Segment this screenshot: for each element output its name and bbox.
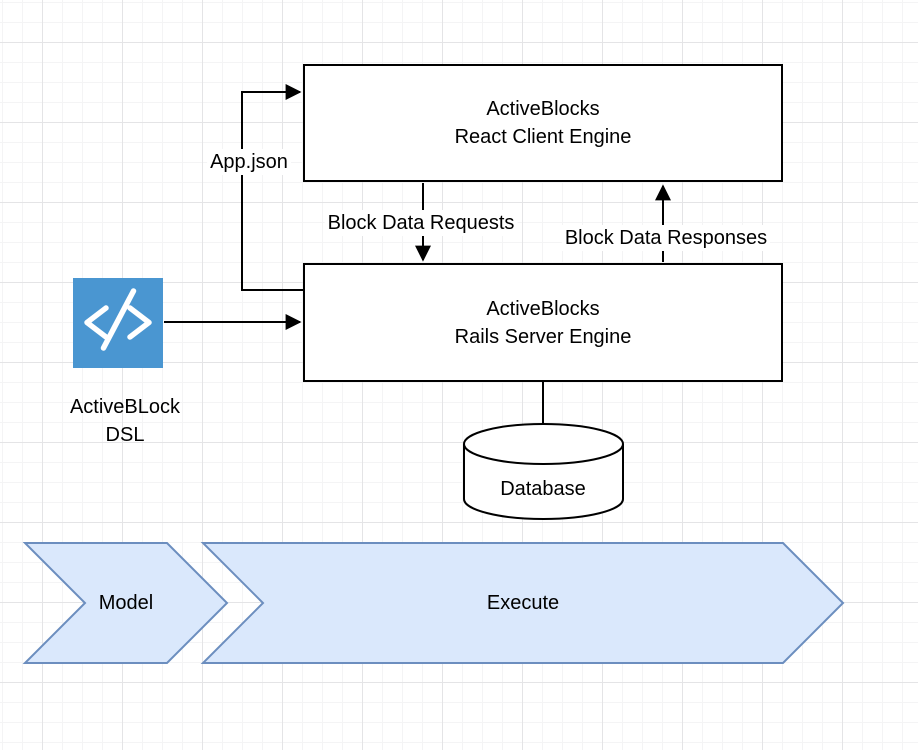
node-react-client-engine: ActiveBlocks React Client Engine	[303, 64, 783, 182]
label-dsl-line2: DSL	[105, 424, 145, 446]
label-app-json: App.json	[207, 149, 291, 175]
database-cylinder	[463, 423, 624, 520]
code-icon	[84, 288, 152, 351]
label-step-execute: Execute	[486, 592, 560, 614]
label-block-data-responses: Block Data Responses	[561, 225, 771, 251]
step-execute-shape	[200, 542, 845, 664]
step-model-shape	[22, 542, 229, 664]
label-step-model: Model	[98, 592, 154, 614]
node-label-line1: ActiveBlocks	[486, 297, 600, 320]
node-label-line1: ActiveBlocks	[486, 98, 600, 120]
label-database: Database	[500, 478, 586, 500]
node-label-line2: React Client Engine	[454, 126, 632, 148]
node-label-line2: Rails Server Engine	[454, 325, 632, 348]
label-dsl: ActiveBLock DSL	[40, 393, 210, 449]
label-dsl-line1: ActiveBLock	[69, 396, 181, 418]
dsl-icon	[73, 278, 163, 368]
edge-app-json	[241, 84, 303, 291]
label-block-data-requests: Block Data Requests	[324, 210, 518, 236]
node-rails-server-engine: ActiveBlocks Rails Server Engine	[303, 263, 783, 382]
